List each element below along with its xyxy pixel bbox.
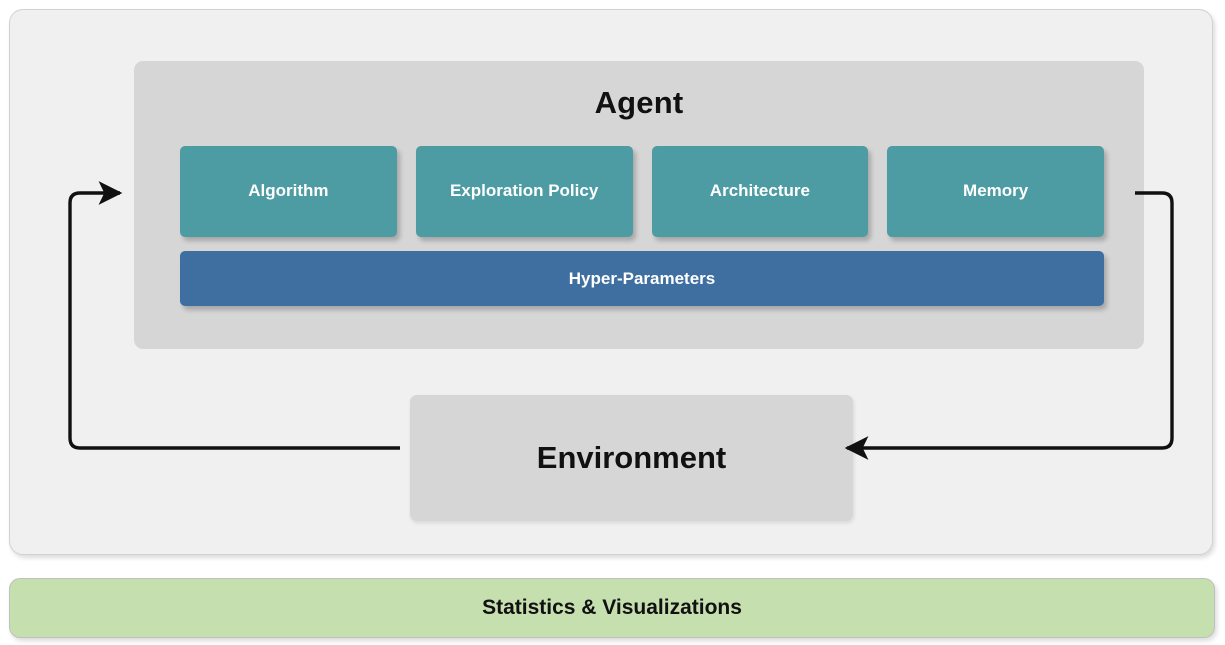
environment-label: Environment: [536, 440, 727, 475]
agent-component-label: Algorithm: [248, 181, 329, 201]
agent-component-label: Architecture: [709, 181, 810, 201]
framework-card: Agent Algorithm Exploration Policy Archi…: [9, 9, 1213, 555]
statistics-visualizations-bar[interactable]: Statistics & Visualizations: [9, 578, 1215, 638]
agent-component-algorithm[interactable]: Algorithm: [180, 146, 397, 237]
hyper-parameters-label: Hyper-Parameters: [568, 268, 716, 288]
environment-box[interactable]: Environment: [410, 395, 853, 521]
agent-component-architecture[interactable]: Architecture: [651, 146, 869, 237]
agent-component-row: Algorithm Exploration Policy Architectur…: [180, 146, 1104, 237]
hyper-parameters-bar[interactable]: Hyper-Parameters: [180, 251, 1104, 306]
agent-component-label: Exploration Policy: [449, 181, 599, 201]
agent-component-memory[interactable]: Memory: [887, 146, 1104, 237]
agent-panel[interactable]: Agent Algorithm Exploration Policy Archi…: [134, 61, 1144, 349]
agent-component-exploration-policy[interactable]: Exploration Policy: [415, 146, 633, 237]
agent-title: Agent: [594, 85, 684, 120]
agent-component-label: Memory: [963, 181, 1029, 201]
statistics-visualizations-label: Statistics & Visualizations: [482, 596, 742, 619]
